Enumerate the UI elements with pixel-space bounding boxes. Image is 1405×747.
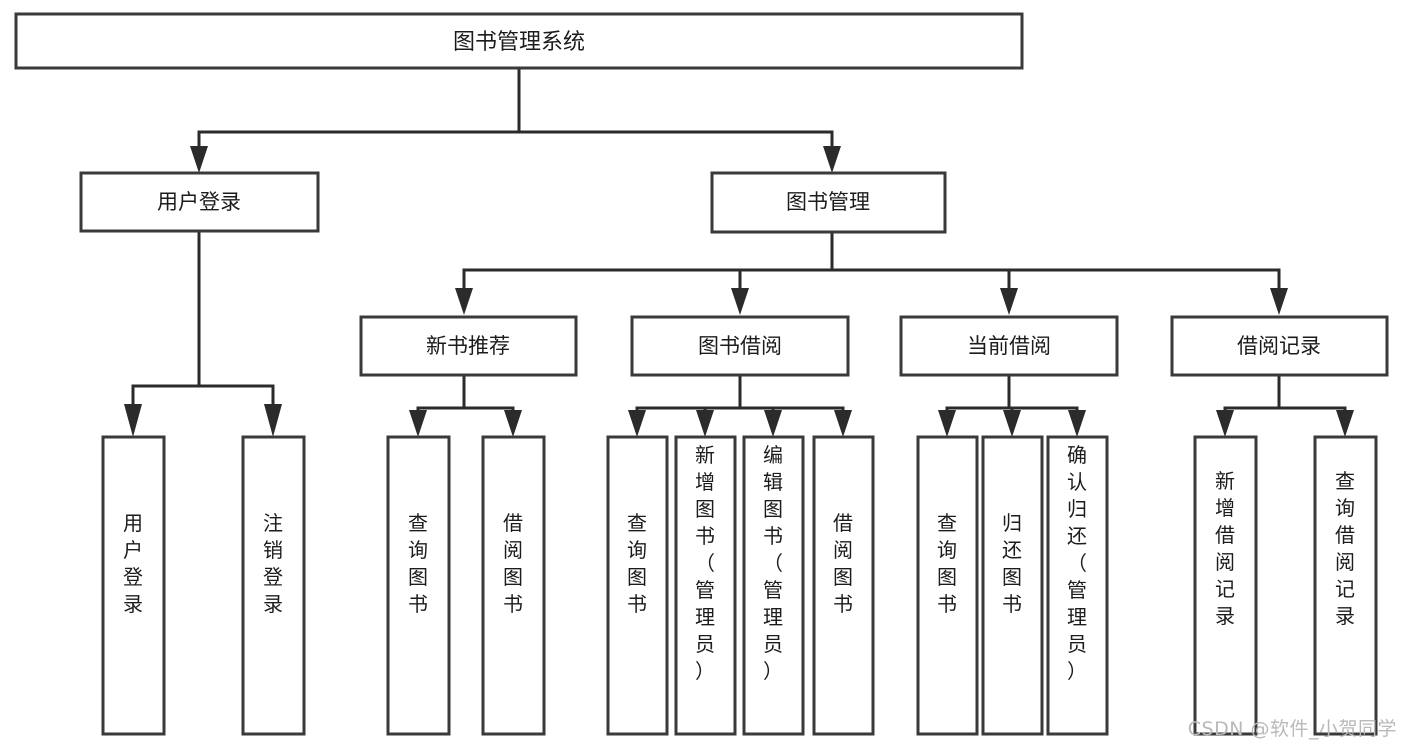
node-book-borrow-box[interactable] <box>630 315 850 377</box>
node-book-manage[interactable]: 图书管理 <box>710 171 947 234</box>
arrowhead-user-login <box>190 146 208 173</box>
leaf-borrow-book-1-box[interactable] <box>481 435 546 736</box>
arrowhead-borrow-record <box>1270 288 1288 315</box>
leaf-query-book-1-box[interactable] <box>386 435 451 736</box>
arrowhead-edit-book <box>764 410 782 437</box>
leaf-borrow-book-2-box[interactable] <box>812 435 875 736</box>
leaf-edit-book[interactable]: 编辑图书（管理员） <box>742 435 805 736</box>
node-book-manage-label: 图书管理 <box>786 190 870 214</box>
node-root-label: 图书管理系统 <box>453 30 585 55</box>
arrowhead-add-record <box>1216 410 1234 437</box>
leaf-add-record-box[interactable] <box>1193 435 1258 736</box>
leaf-query-book-1[interactable]: 查询图书 <box>386 435 451 736</box>
node-current-borrow[interactable]: 当前借阅 <box>899 315 1119 377</box>
leaf-add-book-box[interactable] <box>674 435 737 736</box>
leaf-borrow-book-1-label: 借阅图书 <box>503 511 523 616</box>
arrowhead-query-book-3 <box>938 410 956 437</box>
leaf-add-record-label: 新增借阅记录 <box>1215 469 1235 628</box>
connector-group-root <box>190 66 841 173</box>
leaf-return-book-box[interactable] <box>981 435 1044 736</box>
leaf-query-book-3-label: 查询图书 <box>937 511 957 616</box>
connector-group-user-login <box>124 229 282 437</box>
node-user-login[interactable]: 用户登录 <box>79 171 320 233</box>
arrowhead-leaf-user-logout <box>264 404 282 437</box>
leaf-add-book-label: 新增图书（管理员） <box>695 443 715 683</box>
arrowhead-current-borrow <box>1000 288 1018 315</box>
leaf-borrow-book-1[interactable]: 借阅图书 <box>481 435 546 736</box>
node-root[interactable]: 图书管理系统 <box>14 12 1024 70</box>
leaf-add-book[interactable]: 新增图书（管理员） <box>674 435 737 736</box>
leaf-user-login-label: 用户登录 <box>123 511 143 616</box>
leaf-user-logout-box[interactable] <box>241 435 306 736</box>
arrowhead-book-borrow <box>731 288 749 315</box>
leaf-user-login[interactable]: 用户登录 <box>101 435 166 736</box>
leaf-query-record-box[interactable] <box>1313 435 1378 736</box>
node-user-login-box[interactable] <box>79 171 320 233</box>
connector-group-current-borrow <box>938 374 1086 437</box>
leaf-user-logout-label: 注销登录 <box>263 511 283 616</box>
arrowhead-book-manage <box>823 146 841 173</box>
leaf-confirm-return-label: 确认归还（管理员） <box>1067 443 1087 683</box>
leaf-confirm-return-box[interactable] <box>1046 435 1109 736</box>
node-new-book-recommend-label: 新书推荐 <box>426 334 510 358</box>
leaf-user-login-box[interactable] <box>101 435 166 736</box>
arrowhead-query-record <box>1336 410 1354 437</box>
arrowhead-confirm-return <box>1068 410 1086 437</box>
leaf-borrow-book-2-label: 借阅图书 <box>833 511 853 616</box>
connector-group-borrow-record <box>1216 374 1354 437</box>
leaf-edit-book-box[interactable] <box>742 435 805 736</box>
leaf-query-record[interactable]: 查询借阅记录 <box>1313 435 1378 736</box>
connector-group-new-book-recommend <box>409 374 522 437</box>
node-current-borrow-box[interactable] <box>899 315 1119 377</box>
node-book-borrow[interactable]: 图书借阅 <box>630 315 850 377</box>
arrowhead-borrow-book-1 <box>504 410 522 437</box>
arrowhead-new-book-recommend <box>455 288 473 315</box>
leaf-return-book[interactable]: 归还图书 <box>981 435 1044 736</box>
leaf-query-book-3-box[interactable] <box>916 435 979 736</box>
leaf-query-book-1-label: 查询图书 <box>408 511 428 616</box>
node-borrow-record-box[interactable] <box>1170 315 1389 377</box>
node-borrow-record-label: 借阅记录 <box>1237 334 1321 358</box>
connector-group-book-manage <box>455 231 1288 315</box>
leaf-confirm-return[interactable]: 确认归还（管理员） <box>1046 435 1109 736</box>
leaf-return-book-label: 归还图书 <box>1002 511 1022 616</box>
arrowhead-borrow-book-2 <box>834 410 852 437</box>
node-user-login-label: 用户登录 <box>157 190 241 214</box>
node-current-borrow-label: 当前借阅 <box>967 334 1051 358</box>
node-new-book-recommend-box[interactable] <box>359 315 578 377</box>
leaf-edit-book-label: 编辑图书（管理员） <box>763 443 783 683</box>
leaf-user-logout[interactable]: 注销登录 <box>241 435 306 736</box>
leaf-borrow-book-2[interactable]: 借阅图书 <box>812 435 875 736</box>
connector-group-book-borrow <box>628 374 852 437</box>
node-book-manage-box[interactable] <box>710 171 947 234</box>
arrowhead-query-book-2 <box>628 410 646 437</box>
leaf-query-book-2[interactable]: 查询图书 <box>606 435 669 736</box>
node-new-book-recommend[interactable]: 新书推荐 <box>359 315 578 377</box>
leaf-query-book-3[interactable]: 查询图书 <box>916 435 979 736</box>
node-book-borrow-label: 图书借阅 <box>698 334 782 358</box>
leaf-add-record[interactable]: 新增借阅记录 <box>1193 435 1258 736</box>
node-root-box[interactable] <box>14 12 1024 70</box>
arrowhead-leaf-user-login <box>124 404 142 437</box>
leaf-query-record-label: 查询借阅记录 <box>1335 469 1355 628</box>
node-borrow-record[interactable]: 借阅记录 <box>1170 315 1389 377</box>
arrowhead-query-book-1 <box>409 410 427 437</box>
leaf-query-book-2-label: 查询图书 <box>627 511 647 616</box>
arrowhead-return-book <box>1003 410 1021 437</box>
arrowhead-add-book <box>696 410 714 437</box>
leaf-query-book-2-box[interactable] <box>606 435 669 736</box>
